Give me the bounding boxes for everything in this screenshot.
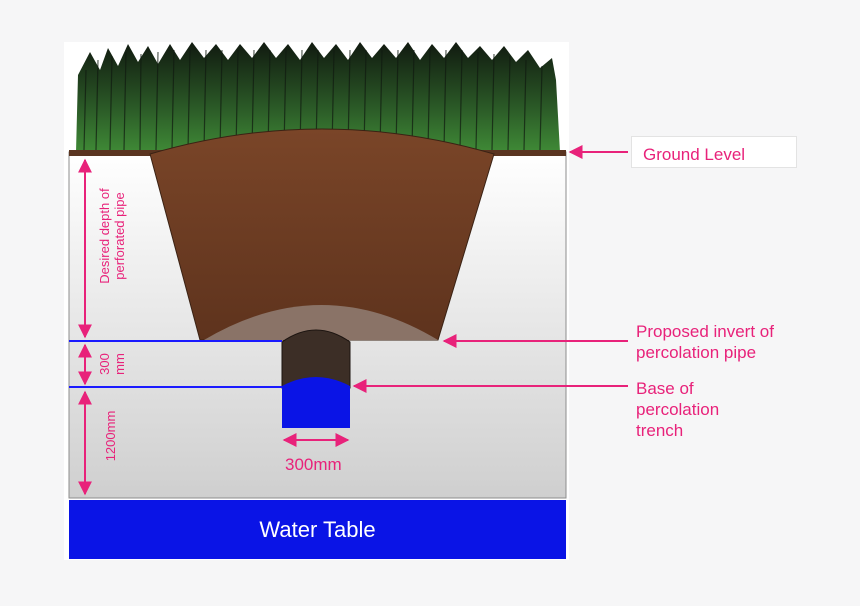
desired-depth-label: Desired depth of perforated pipe — [97, 188, 127, 284]
trench-width-label: 300mm — [285, 455, 342, 474]
backfill-soil — [149, 128, 495, 341]
grass-layer — [76, 42, 560, 152]
proposed-invert-label: Proposed invert of percolation pipe — [636, 322, 774, 362]
water-table-block — [69, 500, 566, 559]
ground-level-label: Ground Level — [643, 145, 746, 164]
base-trench-label: Base of percolation trench — [636, 379, 720, 440]
ground-level-label-box — [631, 136, 797, 168]
gravel-layer — [204, 305, 438, 340]
trench-upper — [281, 329, 351, 389]
dim-300-label: 300 mm — [97, 353, 127, 375]
water-table-label: Water Table — [259, 516, 376, 542]
trench-water — [282, 377, 350, 428]
dim-1200-label: 1200mm — [103, 410, 118, 462]
